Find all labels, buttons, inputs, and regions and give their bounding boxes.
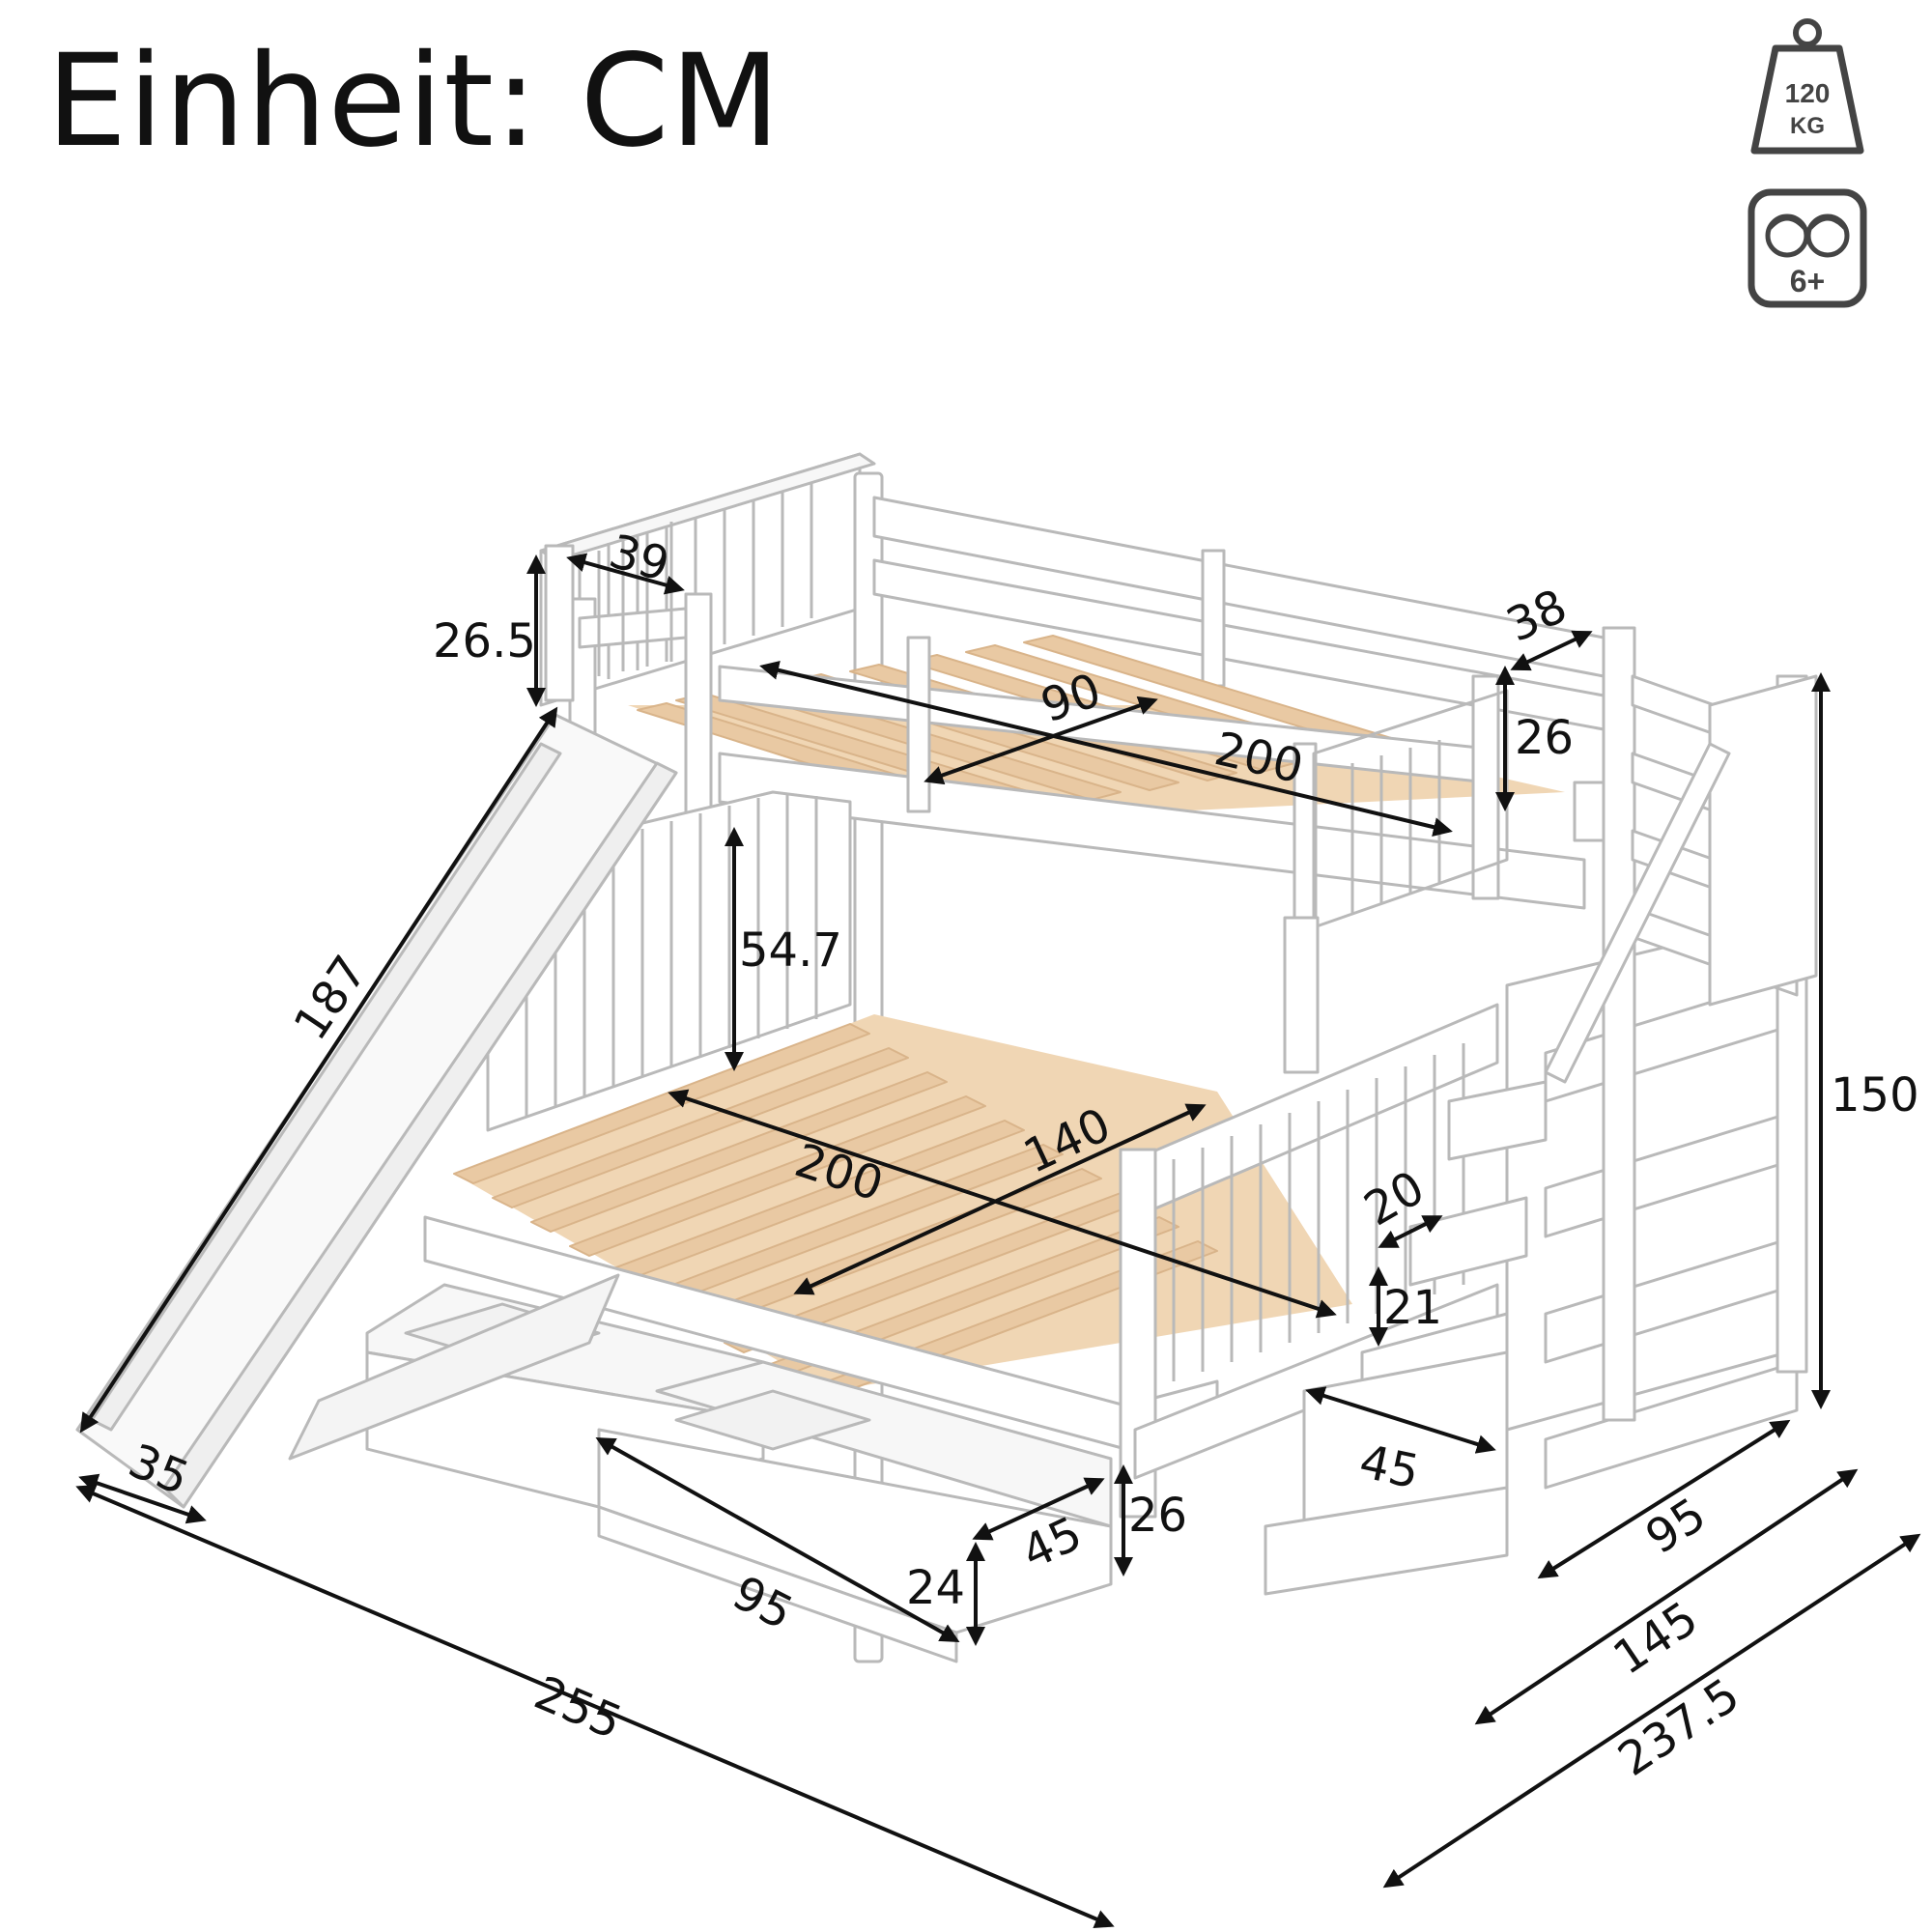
dimension-lines <box>75 553 1921 1928</box>
dim-line-right-guard-width <box>1510 630 1593 671</box>
dim-lower-clearance: 54.7 <box>739 923 842 978</box>
dim-total-height: 150 <box>1831 1068 1919 1122</box>
unit-title: Einheit: CM <box>46 27 781 176</box>
dim-line-lower-bed-length <box>668 1089 1337 1319</box>
weight-value: 120 <box>1785 78 1831 108</box>
dim-total-depth: 237.5 <box>1608 1668 1748 1787</box>
dim-stair-width: 45 <box>1355 1435 1424 1499</box>
dim-step-height: 21 <box>1383 1281 1442 1335</box>
dim-right-guard-height: 26 <box>1515 711 1574 765</box>
weight-unit: KG <box>1790 113 1825 139</box>
dim-line-total-length <box>75 1485 1115 1928</box>
dim-line-step-depth <box>1378 1215 1443 1248</box>
dim-line-upper-bed-length <box>759 661 1453 837</box>
stairs <box>1264 916 1799 1596</box>
dim-stairs-depth: 95 <box>1636 1488 1716 1565</box>
dim-drawer-height: 24 <box>906 1561 965 1615</box>
dim-line-upper-guard-width <box>566 553 685 595</box>
dim-total-length: 255 <box>526 1665 629 1749</box>
weight-icon: 120 KG <box>1750 18 1864 155</box>
dim-line-slide <box>79 706 558 1434</box>
dim-upper-guard-height: 26.5 <box>433 614 536 668</box>
dim-base-height: 26 <box>1128 1489 1187 1543</box>
dim-bed-depth: 145 <box>1604 1591 1707 1686</box>
front-post-middle <box>1283 916 1320 1074</box>
dim-line-total-depth <box>1382 1533 1921 1889</box>
children-age-icon: 6+ <box>1747 188 1867 308</box>
dim-line-stair-width <box>1305 1386 1496 1454</box>
age-label: 6+ <box>1790 264 1825 298</box>
